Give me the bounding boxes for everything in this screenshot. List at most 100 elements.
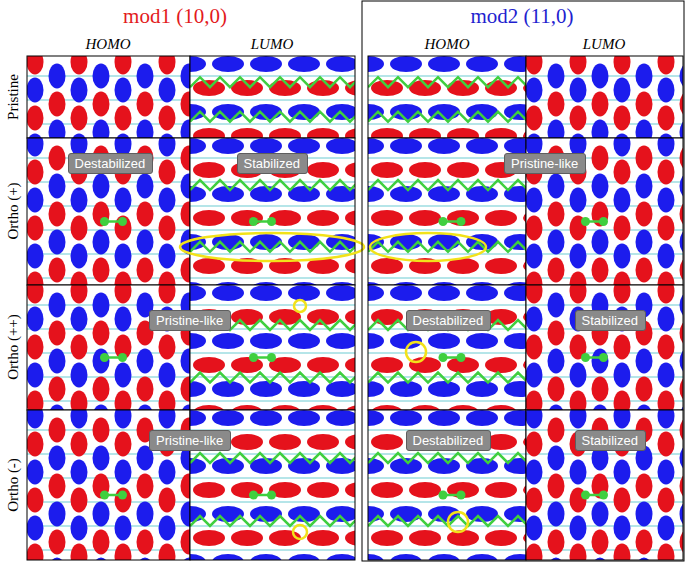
orbital-lobe (190, 333, 206, 349)
panel-border (368, 56, 526, 138)
orbital-lobe (181, 405, 191, 411)
orbital-lobe (115, 78, 132, 103)
orbital-heading-holder: HOMO (86, 36, 131, 53)
lattice-line (190, 478, 355, 479)
orbital-lobe (190, 554, 206, 560)
orbital-lobe (137, 202, 154, 227)
orbital-lobe (680, 120, 684, 139)
orbital-lobe (93, 174, 110, 199)
orbital-lobe (658, 138, 675, 157)
orbital-lobe (345, 162, 355, 178)
zigzag-chain (368, 180, 526, 190)
orbital-lobe (636, 92, 653, 117)
panel-border (190, 56, 355, 138)
orbital-lobe (345, 405, 355, 410)
badge-text: Pristine-like (156, 313, 224, 328)
orbital-lobe (592, 502, 609, 527)
orbital-lobe (115, 516, 132, 541)
orbital-lobe (159, 138, 176, 157)
orbital-lobe (27, 285, 44, 304)
orbital-lobe (27, 106, 44, 131)
orbital-lobe (288, 138, 320, 154)
orbital-lobe (614, 134, 631, 139)
orbital-lobe (371, 405, 403, 410)
atom (457, 353, 466, 362)
orbital-lobe (614, 272, 631, 286)
orbital-lobe (269, 405, 301, 410)
orbital-lobe (570, 516, 587, 541)
orbital-lobe (526, 244, 543, 269)
orbital-lobe (368, 554, 384, 560)
orbital-lobe (390, 56, 422, 72)
orbital-lobe (345, 530, 355, 546)
orbital-lobe (93, 120, 110, 139)
orbital-panel (368, 410, 526, 560)
orbital-lobe (190, 410, 206, 426)
orbital-lobe (27, 335, 44, 360)
orbital-lobe (159, 188, 176, 213)
orbital-heading-holder: LUMO (583, 36, 626, 53)
orbital-lobe (447, 530, 479, 546)
orbital-lobe (658, 460, 675, 485)
orbital-lobe (371, 434, 403, 450)
orbital-lobe (27, 391, 44, 411)
orbital-lobe (159, 460, 176, 485)
badge-text: Stabilized (244, 156, 301, 171)
zigzag-chain (190, 112, 355, 122)
orbital-lobe (137, 258, 154, 283)
orbital-lobe (592, 377, 609, 402)
orbital-lobe (231, 405, 263, 410)
orbital-lobe (466, 410, 498, 426)
orbital-lobe (181, 120, 191, 139)
orbital-lobe (466, 138, 498, 154)
orbital-lobe (231, 210, 263, 226)
orbital-lobe (250, 333, 282, 349)
orbital-lobe (49, 230, 66, 255)
orbital-lobe (71, 285, 88, 304)
badge-text: Pristine-like (156, 433, 224, 448)
orbital-lobe (368, 381, 384, 397)
highlight-ellipse (370, 233, 486, 261)
orbital-lobe (409, 405, 441, 410)
model-heading-holder: mod2 (11,0) (470, 4, 573, 29)
orbital-lobe (181, 349, 191, 374)
badge-text: Stabilized (582, 433, 639, 448)
orbital-lobe (680, 405, 684, 411)
orbital-lobe (137, 174, 154, 199)
orbital-lobe (592, 405, 609, 411)
badge-text: Destabilized (75, 156, 146, 171)
panel-ground (190, 138, 355, 285)
orbital-lobe (193, 530, 225, 546)
orbital-panel (27, 56, 190, 138)
orbital-lobe (193, 405, 225, 410)
orbital-lobe (390, 285, 422, 301)
orbital-lobe (390, 381, 422, 397)
orbital-lobe (614, 488, 631, 513)
orbital-lobe (49, 120, 66, 139)
orbital-lobe (658, 134, 675, 139)
orbital-lobe (658, 307, 675, 332)
orbital-lobe (526, 216, 543, 241)
orbital-lobe (181, 64, 191, 89)
orbital-lobe (504, 138, 526, 154)
orbital-lobe (307, 434, 339, 450)
orbital-lobe (326, 333, 355, 349)
atom (457, 217, 466, 226)
atom (249, 353, 258, 362)
orbital-lobe (614, 138, 631, 157)
orbital-lobe (345, 357, 355, 373)
orbital-lobe (193, 162, 225, 178)
orbital-lobe (115, 307, 132, 332)
orbital-lobe (27, 188, 44, 213)
orbital-lobe (115, 410, 132, 429)
orbital-lobe (326, 285, 355, 301)
orbital-lobe (159, 160, 176, 185)
badge-text: Stabilized (582, 313, 639, 328)
orbital-lobe (680, 293, 684, 318)
orbital-panel (27, 138, 190, 285)
orbital-lobe (115, 56, 132, 75)
orbital-lobe (614, 106, 631, 131)
orbital-lobe (326, 506, 355, 522)
orbital-lobe (49, 258, 66, 283)
orbital-panel (526, 410, 683, 560)
